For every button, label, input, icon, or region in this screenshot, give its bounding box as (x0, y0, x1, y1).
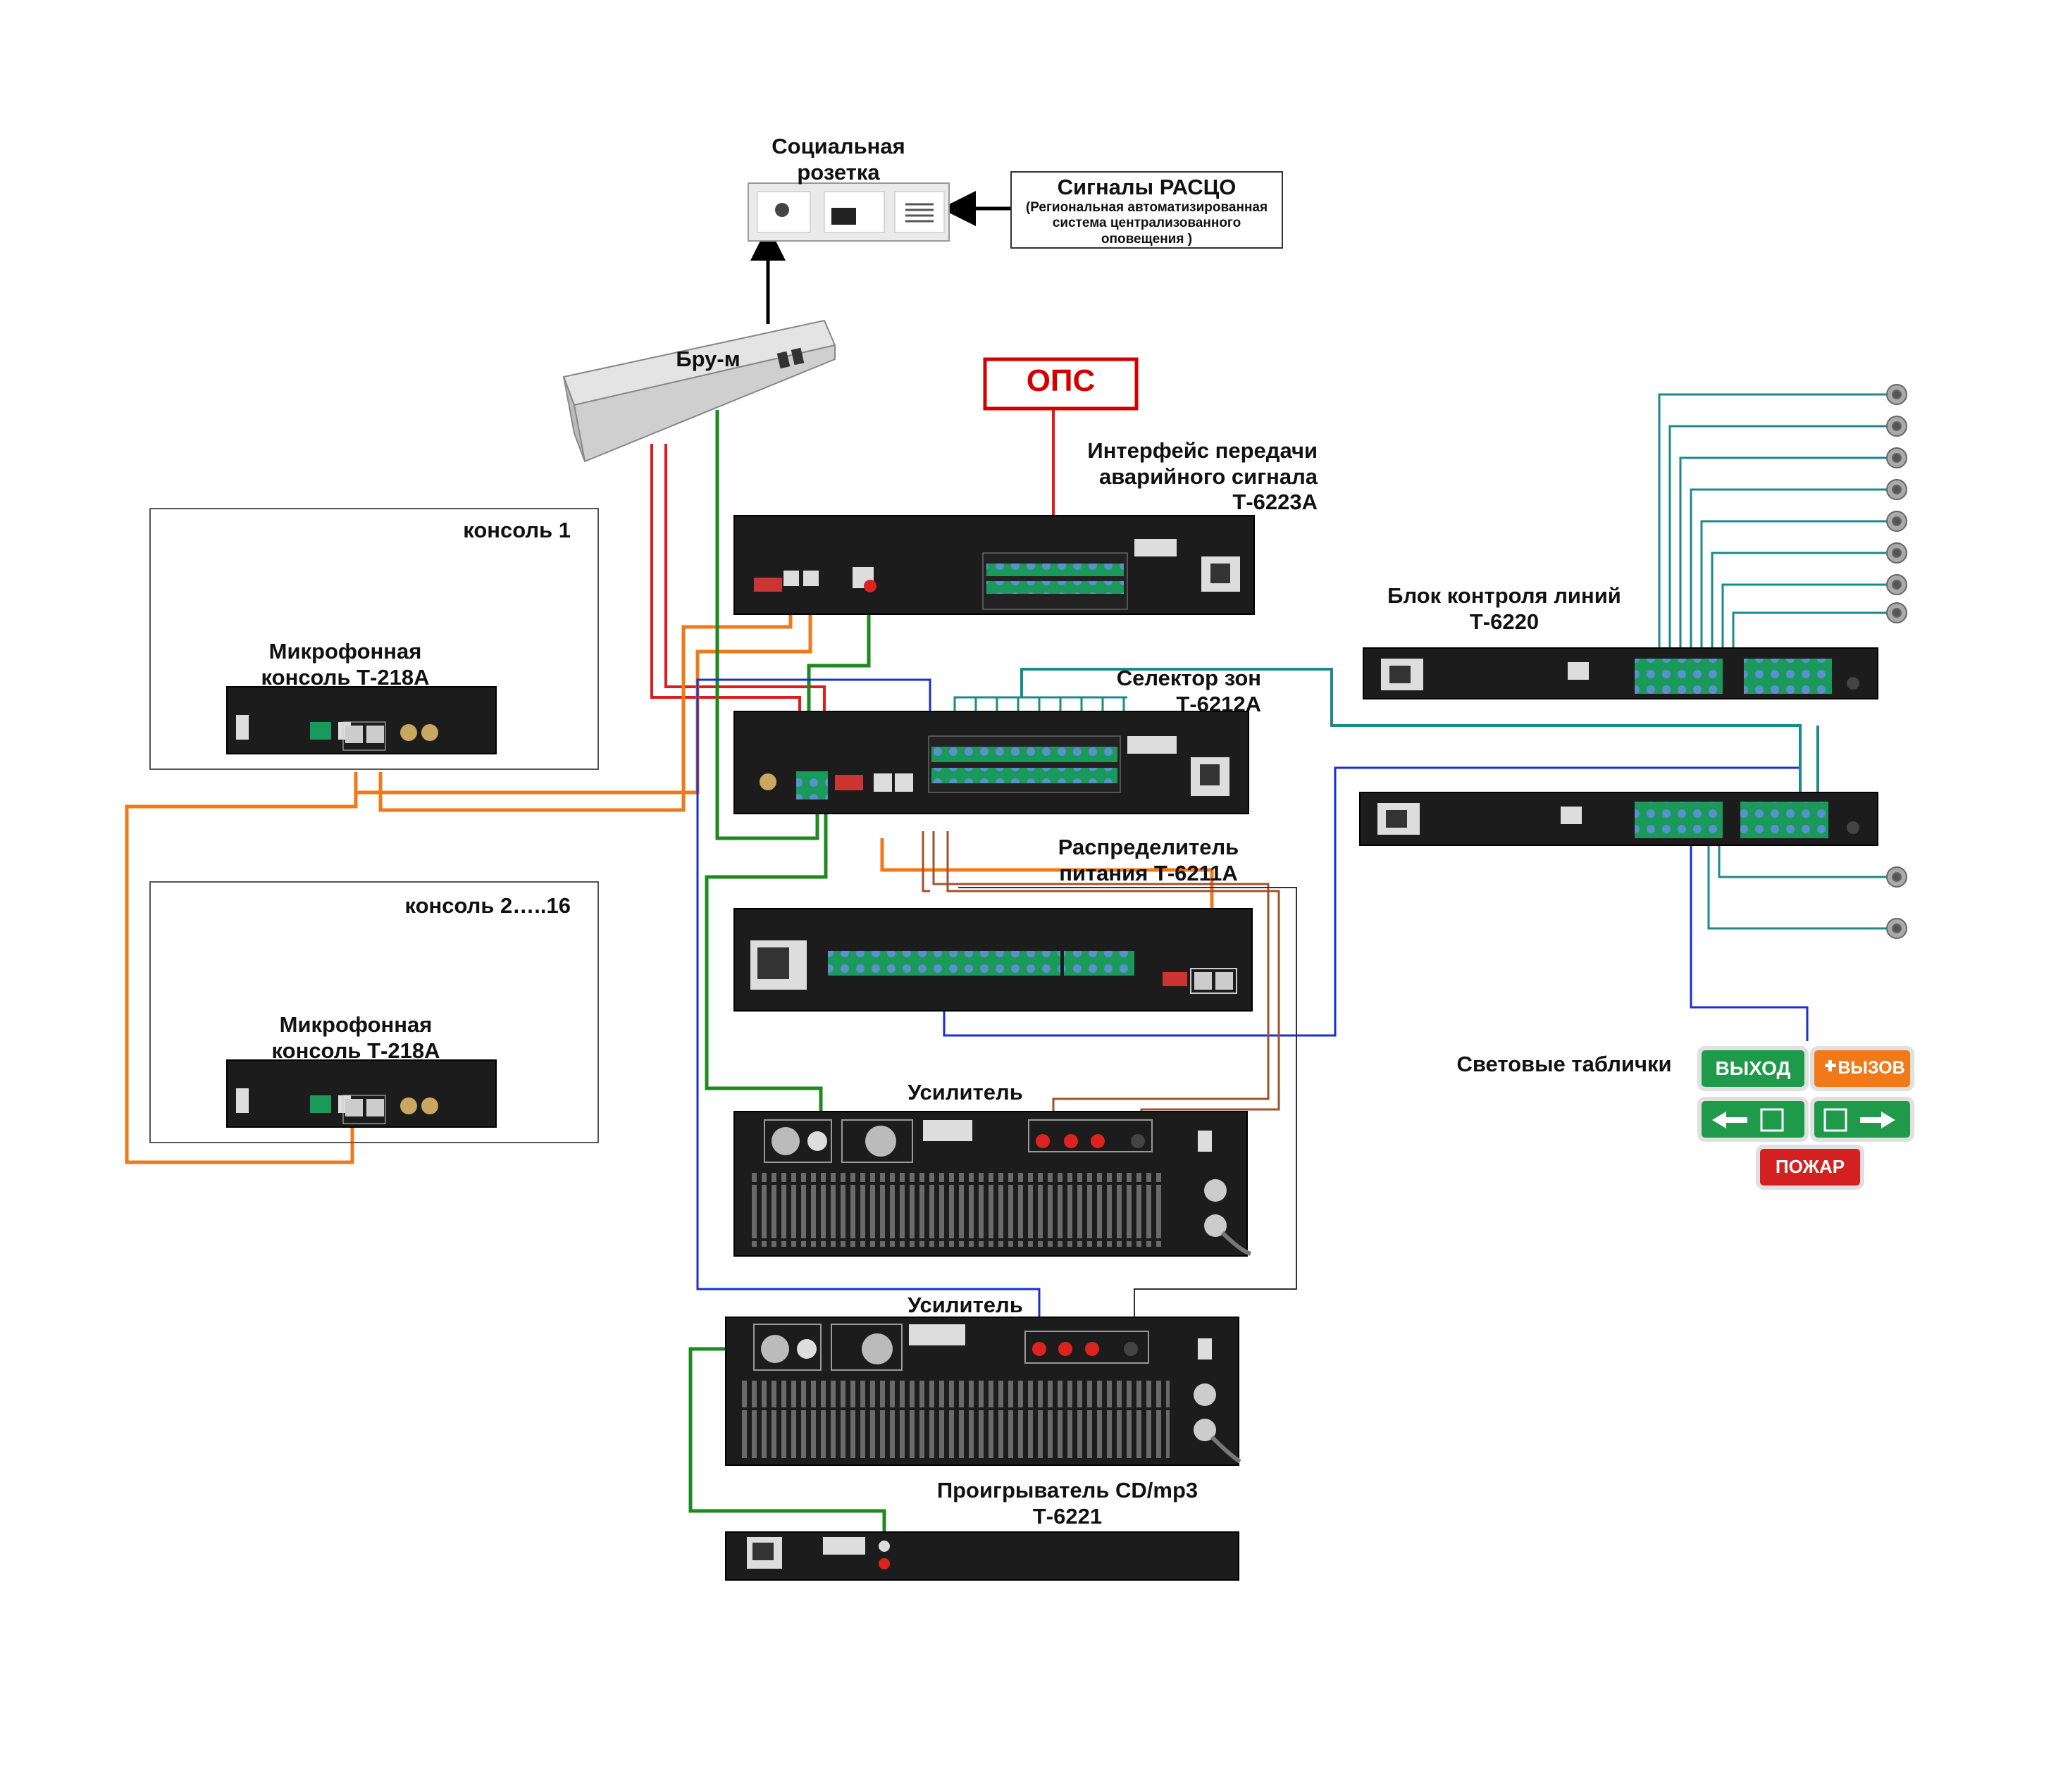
ops-label: ОПС (1026, 363, 1096, 398)
brown-wire-3 (922, 831, 930, 892)
speaker-icon (1886, 384, 1907, 405)
cd-player-device (725, 1531, 1239, 1581)
speaker-icon (1886, 416, 1907, 437)
speaker-icon (1886, 866, 1907, 888)
console2-frame-label: консоль 2…..16 (404, 893, 571, 918)
light-signs-label: Световые таблички (1456, 1052, 1672, 1076)
orange-wire-1 (378, 595, 793, 812)
interface-device (733, 515, 1255, 615)
speaker-lines-top (1658, 393, 1888, 659)
speaker-icon (1886, 918, 1907, 939)
speaker-icon (1886, 479, 1907, 500)
console2-frame (149, 881, 599, 1143)
plus-icon (1825, 1060, 1836, 1071)
line-control-device-2 (1359, 792, 1878, 846)
console1-frame-label: консоль 1 (463, 518, 571, 542)
amp2-device (725, 1317, 1241, 1466)
cd-player-label: Проигрыватель CD/mp3 Т-6221 (936, 1478, 1198, 1529)
console2-label: Микрофонная консоль Т-218А (271, 1012, 440, 1063)
speaker-icon (1886, 447, 1907, 468)
amp2-label: Усилитель (907, 1293, 1023, 1317)
blue-wire-3 (1690, 842, 1809, 1041)
sign-fire-label: ПОЖАР (1775, 1156, 1845, 1177)
speakers (1886, 384, 1907, 939)
speaker-lines-bottom (1707, 838, 1888, 930)
exit-arrow-left-icon (1712, 1108, 1784, 1132)
console1-device (226, 686, 497, 754)
amp1-device (733, 1111, 1252, 1257)
power-dist-device (733, 908, 1253, 1012)
green-wire-4 (688, 1347, 886, 1532)
interface-label: Интерфейс передачи аварийного сигнала Т-… (1087, 438, 1318, 515)
console2-device (226, 1059, 497, 1128)
rasco-box (1010, 171, 1283, 249)
orange-wire-3 (125, 772, 358, 1164)
social-socket-label: Социальная розетка (772, 134, 905, 185)
green-wire-1 (715, 410, 819, 840)
zone-selector-label: Селектор зон Т-6212А (1116, 666, 1261, 716)
teal-wire-1 (1020, 668, 1802, 803)
speaker-icon (1886, 511, 1907, 532)
amp1-label: Усилитель (907, 1080, 1023, 1105)
rasco-title: Сигналы РАСЦО (1057, 175, 1237, 199)
power-dist-label: Распределитель питания Т-6211А (1058, 835, 1239, 885)
bru-label: Бру-м (676, 347, 741, 371)
sign-call-label: ВЫЗОВ (1838, 1058, 1905, 1078)
bru-device (562, 319, 836, 463)
exit-arrow-right-icon (1823, 1108, 1895, 1132)
brown-wire-1 (932, 831, 1270, 1134)
social-socket-device (748, 182, 950, 242)
rasco-subtitle: (Региональная автоматизированная система… (1025, 200, 1268, 247)
light-signs (1697, 1046, 1914, 1190)
amp2-output-wire (958, 887, 1297, 1324)
ops-box (983, 357, 1139, 411)
console1-label: Микрофонная консоль Т-218А (261, 639, 430, 690)
speaker-icon (1886, 574, 1907, 595)
speaker-icon (1886, 542, 1907, 564)
line-control-label: Блок контроля линий Т-6220 (1387, 583, 1621, 634)
sign-exit-label: ВЫХОД (1715, 1057, 1791, 1079)
console1-frame (149, 508, 599, 770)
zone-selector-device (733, 711, 1249, 814)
green-wire-3 (705, 803, 828, 1134)
line-control-device-1 (1363, 647, 1878, 699)
speaker-icon (1886, 602, 1907, 623)
blue-wire-1 (696, 678, 1041, 1370)
